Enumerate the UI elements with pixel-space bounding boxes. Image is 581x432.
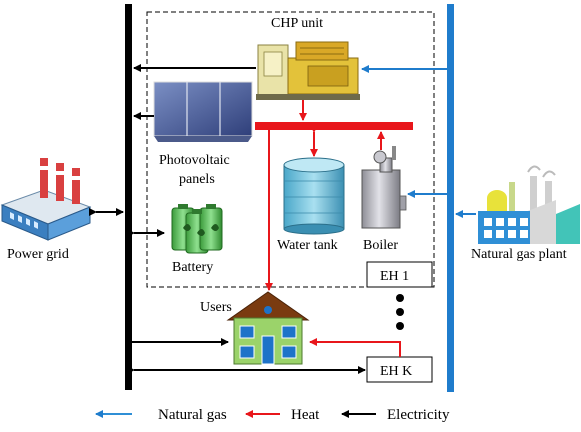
legend-gas-label: Natural gas xyxy=(158,407,227,423)
power-grid-icon xyxy=(0,158,92,241)
pv-label-line1: Photovoltaic xyxy=(159,153,230,168)
users-house-icon xyxy=(226,291,310,365)
boiler-icon xyxy=(361,146,407,229)
legend-electricity-label: Electricity xyxy=(387,407,450,423)
ellipsis-dot xyxy=(396,322,404,330)
pv-label-line2: panels xyxy=(179,172,215,187)
battery-label: Battery xyxy=(172,260,213,275)
water-tank-icon xyxy=(283,157,345,235)
ellipsis-dot xyxy=(396,308,404,316)
photovoltaic-panels-icon xyxy=(153,81,253,142)
ellipsis-dot xyxy=(396,294,404,302)
natural-gas-plant-icon xyxy=(478,165,580,244)
ehk-label: EH K xyxy=(380,364,412,379)
ehk-box xyxy=(366,356,433,383)
water-tank-label: Water tank xyxy=(277,238,338,253)
chp-unit-label: CHP unit xyxy=(271,16,323,31)
users-label: Users xyxy=(200,300,232,315)
power-grid-label: Power grid xyxy=(7,247,69,262)
eh1-box xyxy=(366,261,433,288)
energy-hub-boundary xyxy=(146,11,435,288)
eh1-label: EH 1 xyxy=(380,269,409,284)
battery-icon xyxy=(171,204,223,254)
legend-heat-label: Heat xyxy=(291,407,320,423)
natural-gas-plant-label: Natural gas plant xyxy=(471,247,567,262)
electricity-bus xyxy=(125,4,132,390)
heat-bus xyxy=(255,122,413,130)
legend: Natural gas Heat Electricity xyxy=(95,407,450,423)
gas-bus xyxy=(447,4,454,392)
boiler-label: Boiler xyxy=(363,238,398,253)
ehk-heat-to-users-arrow xyxy=(309,338,401,357)
chp-unit-icon xyxy=(256,41,360,100)
